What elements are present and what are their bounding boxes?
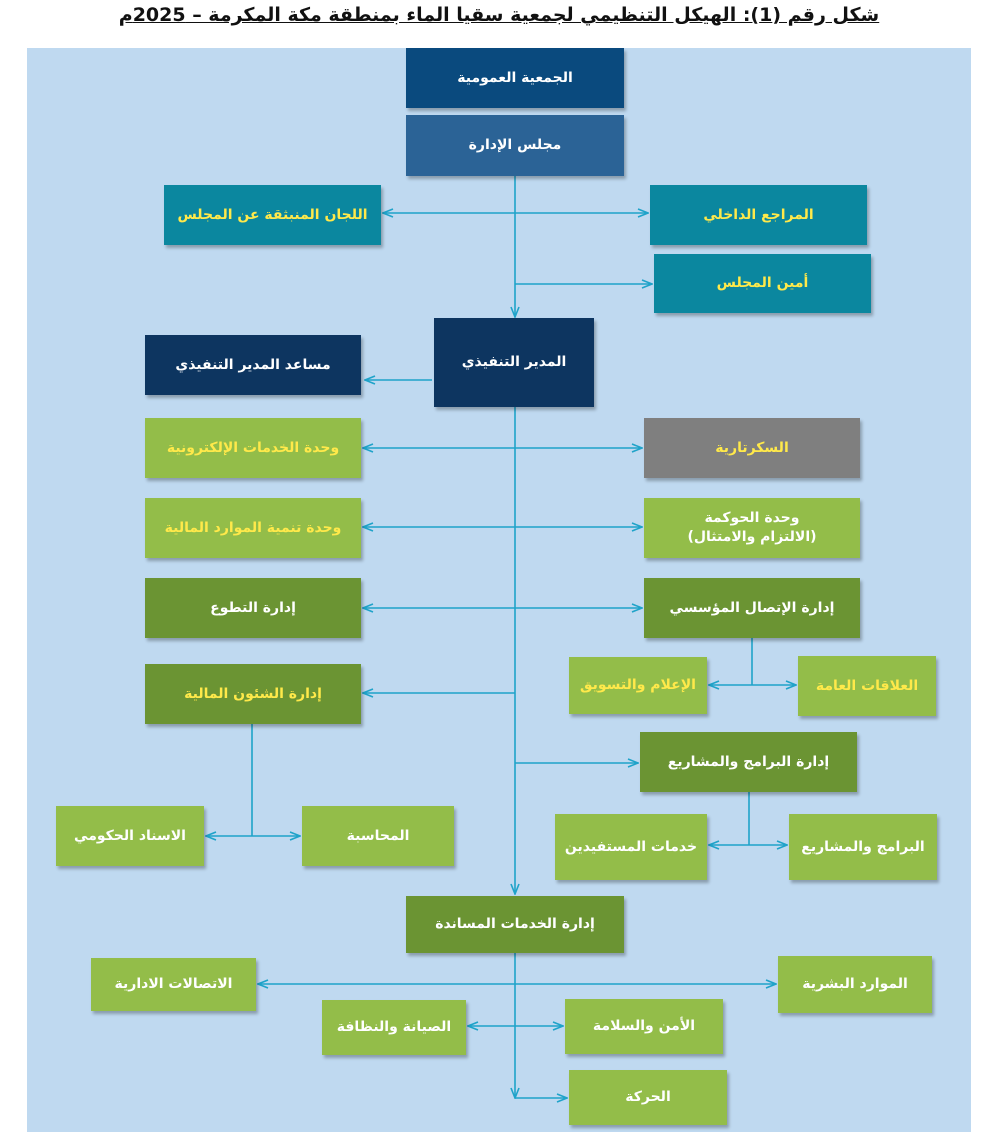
box-governance: وحدة الحوكمة (الالتزام والامتثال) — [644, 498, 860, 558]
box-internal-auditor: المراجع الداخلي — [650, 185, 867, 245]
box-financial-affairs: إدارة الشئون المالية — [145, 664, 361, 724]
box-programs-mgmt: إدارة البرامج والمشاريع — [640, 732, 857, 792]
box-media-marketing: الإعلام والتسويق — [569, 657, 707, 714]
box-board-secretary: أمين المجلس — [654, 254, 871, 313]
box-corporate-comm: إدارة الإتصال المؤسسي — [644, 578, 860, 638]
box-e-services: وحدة الخدمات الإلكترونية — [145, 418, 361, 478]
box-transport: الحركة — [569, 1070, 727, 1125]
box-programs-projects: البرامج والمشاريع — [789, 814, 937, 880]
box-gov-support: الاسناد الحكومي — [56, 806, 204, 866]
box-financial-dev: وحدة تنمية الموارد المالية — [145, 498, 361, 558]
box-volunteering: إدارة التطوع — [145, 578, 361, 638]
box-public-relations: العلاقات العامة — [798, 656, 936, 716]
box-executive-director: المدير التنفيذي — [434, 318, 594, 407]
box-accounting: المحاسبة — [302, 806, 454, 866]
page-title: شكل رقم (1): الهيكل التنظيمي لجمعية سقيا… — [118, 4, 880, 26]
box-beneficiary-services: خدمات المستفيدين — [555, 814, 707, 880]
box-committees: اللجان المنبثقة عن المجلس — [164, 185, 381, 245]
governance-line-1: وحدة الحوكمة — [704, 510, 800, 527]
box-secretariat: السكرتارية — [644, 418, 860, 478]
box-support-services: إدارة الخدمات المساندة — [406, 896, 624, 953]
box-safety: الأمن والسلامة — [565, 999, 723, 1054]
box-hr: الموارد البشرية — [778, 956, 932, 1013]
box-maintenance: الصيانة والنظافة — [322, 1000, 466, 1055]
box-assistant-director: مساعد المدير التنفيذي — [145, 335, 361, 395]
box-admin-comm: الاتصالات الادارية — [91, 958, 256, 1011]
box-board: مجلس الإدارة — [406, 115, 624, 176]
box-general-assembly: الجمعية العمومية — [406, 48, 624, 108]
governance-line-2: (الالتزام والامتثال) — [687, 529, 817, 545]
